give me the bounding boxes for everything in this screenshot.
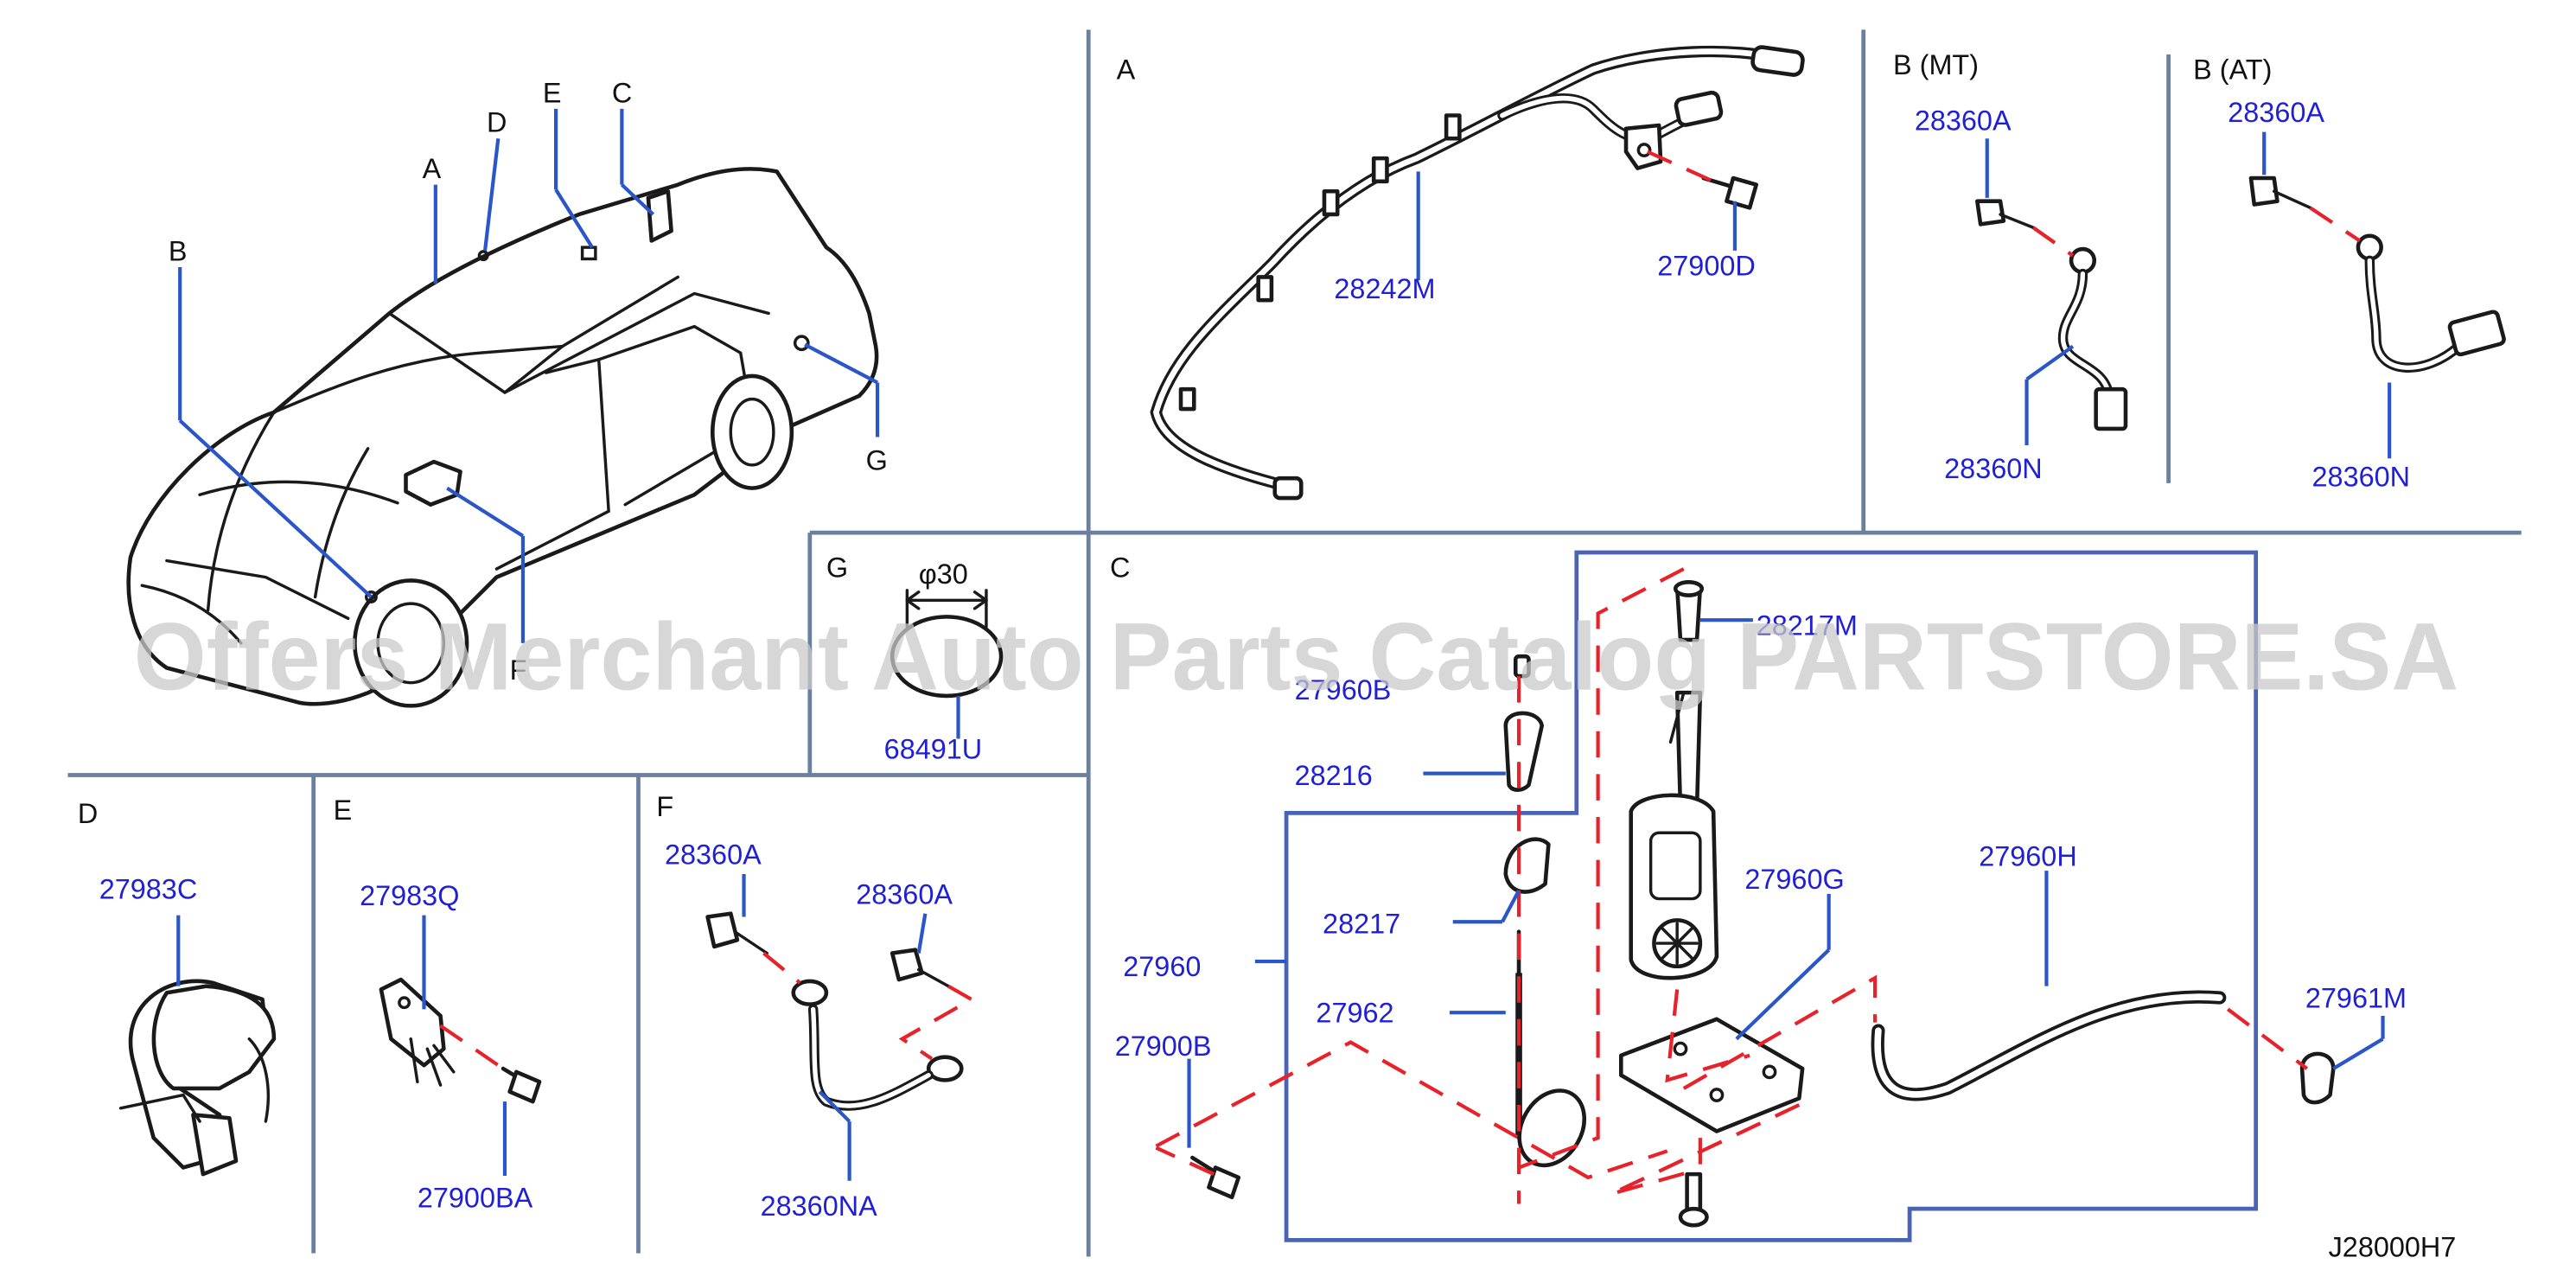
part-27960b: 27960B bbox=[1295, 674, 1392, 705]
section-label-a: A bbox=[1117, 54, 1136, 86]
section-grid bbox=[67, 29, 2522, 1257]
ground-strap-mt bbox=[1975, 199, 2128, 431]
harness-28242m bbox=[1150, 45, 1805, 501]
section-c-dashed-guides bbox=[1155, 567, 2309, 1204]
watermark-text: Offers Merchant Auto Parts Catalog PARTS… bbox=[134, 603, 2459, 710]
part-27900ba: 27900BA bbox=[418, 1182, 533, 1213]
part-27960g: 27960G bbox=[1744, 864, 1844, 895]
section-label-b-at: B (AT) bbox=[2193, 54, 2272, 86]
part-28216: 28216 bbox=[1295, 760, 1373, 791]
part-27900d: 27900D bbox=[1657, 251, 1756, 282]
section-c-leaders bbox=[1187, 618, 2385, 1148]
section-label-g: G bbox=[826, 552, 848, 584]
part-28217: 28217 bbox=[1323, 909, 1400, 940]
ground-strap-f bbox=[705, 911, 964, 1111]
part-27983q: 27983Q bbox=[360, 880, 459, 911]
car-callout-f: F bbox=[510, 654, 527, 686]
car-callout-g: G bbox=[866, 445, 888, 476]
clip-27983q bbox=[379, 977, 456, 1087]
part-28360a-at: 28360A bbox=[2228, 97, 2324, 128]
part-28360a-f-left: 28360A bbox=[665, 839, 762, 871]
part-28242m: 28242M bbox=[1334, 273, 1435, 304]
part-28360a-f-right: 28360A bbox=[856, 878, 953, 910]
car-illustration bbox=[126, 167, 879, 708]
clip-27983c bbox=[118, 979, 277, 1177]
plug-68491u bbox=[889, 589, 1004, 699]
phi-30-dimension: φ30 bbox=[919, 559, 968, 590]
part-28217m: 28217M bbox=[1757, 610, 1858, 641]
part-68491u: 68491U bbox=[884, 733, 983, 764]
part-27960: 27960 bbox=[1123, 951, 1201, 982]
car-callout-b: B bbox=[169, 235, 188, 266]
part-27962: 27962 bbox=[1316, 998, 1393, 1029]
car-callout-c: C bbox=[612, 77, 632, 108]
section-label-d: D bbox=[78, 798, 98, 829]
car-callout-e: E bbox=[543, 77, 562, 108]
part-27960h: 27960H bbox=[1979, 840, 2077, 871]
car-callout-a: A bbox=[423, 153, 442, 184]
section-label-e: E bbox=[334, 795, 353, 826]
part-28360n-mt: 28360N bbox=[1944, 453, 2043, 484]
diagram-code: J28000H7 bbox=[2329, 1231, 2457, 1262]
ground-strap-at bbox=[2248, 176, 2506, 373]
section-c-outline bbox=[1284, 550, 2259, 1242]
part-27900b: 27900B bbox=[1115, 1031, 1212, 1062]
part-28360n-at: 28360N bbox=[2312, 462, 2411, 493]
section-label-b-mt: B (MT) bbox=[1893, 49, 1979, 80]
screw-27900ba bbox=[501, 1066, 542, 1104]
part-28360na: 28360NA bbox=[761, 1190, 878, 1222]
bolt-27900d bbox=[1701, 176, 1759, 210]
car-callout-leaders bbox=[178, 108, 880, 643]
part-27961m: 27961M bbox=[2305, 982, 2407, 1013]
car-callout-d: D bbox=[487, 107, 507, 138]
part-28360a-mt: 28360A bbox=[1915, 105, 2012, 137]
section-label-c: C bbox=[1110, 552, 1130, 584]
section-label-f: F bbox=[656, 791, 673, 822]
part-27983c: 27983C bbox=[99, 874, 198, 905]
